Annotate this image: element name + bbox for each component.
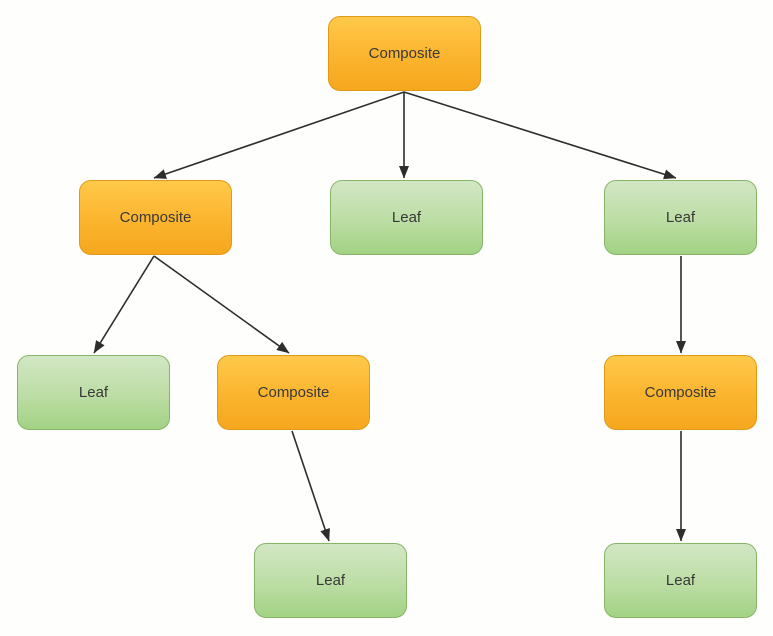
node-composite-left: Composite	[79, 180, 232, 255]
node-leaf-middle: Leaf	[330, 180, 483, 255]
edge-left-composite-to-middle-composite	[153, 255, 290, 354]
node-label: Leaf	[665, 572, 696, 589]
node-label: Leaf	[391, 209, 422, 226]
node-leaf-lower-left: Leaf	[17, 355, 170, 430]
edge-root-to-right-leaf	[403, 91, 677, 180]
node-label: Leaf	[315, 572, 346, 589]
edge-left-composite-to-lower-left-leaf	[93, 255, 155, 354]
node-leaf-bottom-right: Leaf	[604, 543, 757, 618]
node-composite-right: Composite	[604, 355, 757, 430]
node-label: Composite	[368, 45, 441, 62]
edge-root-to-left-composite	[153, 91, 405, 179]
node-composite-middle: Composite	[217, 355, 370, 430]
node-leaf-bottom-middle: Leaf	[254, 543, 407, 618]
node-label: Leaf	[78, 384, 109, 401]
node-label: Leaf	[665, 209, 696, 226]
node-composite-root: Composite	[328, 16, 481, 91]
node-label: Composite	[644, 384, 717, 401]
node-label: Composite	[257, 384, 330, 401]
node-label: Composite	[119, 209, 192, 226]
node-leaf-right: Leaf	[604, 180, 757, 255]
edge-middle-composite-to-bottom-middle-leaf	[291, 430, 330, 542]
